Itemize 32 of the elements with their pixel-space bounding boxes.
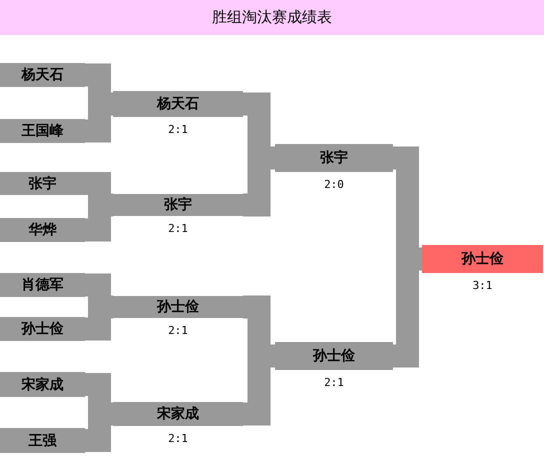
player-name: 王强 [28,432,56,450]
player-box [0,317,85,341]
player-box [0,273,85,297]
player-box [0,63,85,87]
player-name: 孙士俭 [313,347,355,365]
player-name: 宋家成 [157,405,199,423]
match-score: 2:1 [167,222,189,235]
player-name: 张宇 [164,196,192,214]
player-name: 王国峰 [22,122,64,140]
player-name: 孙士俭 [22,320,64,338]
player-name: 宋家成 [22,376,64,394]
match-score: 3:1 [472,279,494,292]
match-score: 2:1 [167,432,189,445]
title: 胜组淘汰赛成绩表 [212,8,332,27]
player-name: 杨天石 [157,95,199,113]
player-box [0,372,85,397]
match-score: 2:1 [323,376,345,389]
player-name: 张宇 [28,174,56,192]
player-name: 华烨 [28,221,56,239]
player-box [0,218,85,242]
match-score: 2:0 [323,178,345,191]
match-score: 2:1 [167,123,189,136]
player-name: 孙士俭 [462,250,504,268]
player-name: 孙士俭 [157,298,199,316]
match-score: 2:1 [167,324,189,337]
player-name: 张宇 [320,149,348,167]
champion-box [422,245,543,273]
player-name: 肖德军 [22,276,64,294]
player-name: 杨天石 [22,66,64,84]
player-box [0,172,85,195]
player-box [0,428,85,453]
player-box [0,119,85,143]
